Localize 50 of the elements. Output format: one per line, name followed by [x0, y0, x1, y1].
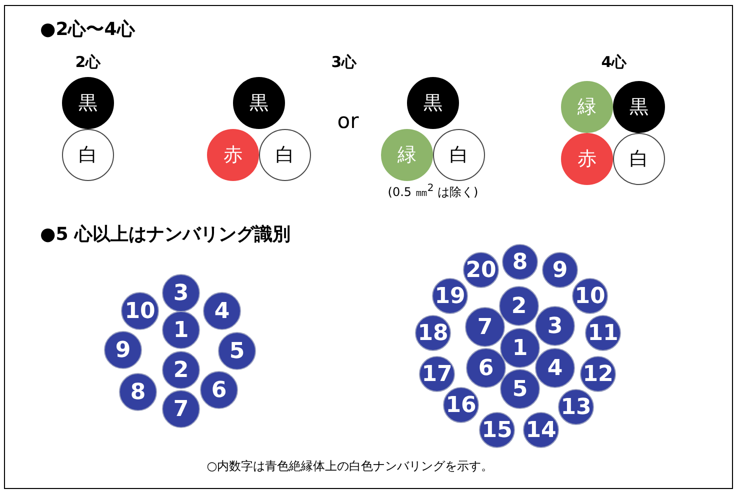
- numbered-circle: 10: [572, 278, 608, 314]
- numbered-circle: 2: [499, 286, 539, 326]
- numbered-circle: 7: [162, 390, 200, 428]
- numbered-circle: 1: [500, 328, 540, 368]
- numbered-circle: 9: [542, 252, 578, 288]
- numbered-circle: 19: [432, 278, 468, 314]
- numbered-circle: 3: [162, 274, 200, 312]
- numbered-circle: 8: [502, 244, 538, 280]
- numbered-circle: 10: [121, 292, 159, 330]
- wire-circle: 緑: [381, 129, 433, 181]
- numbered-circle: 1: [162, 311, 200, 349]
- wire-circle: 黒: [62, 77, 114, 129]
- wire-circle: 赤: [207, 129, 259, 181]
- group-label: 4心: [601, 53, 627, 72]
- wire-circle: 緑: [561, 81, 613, 133]
- group-label: 3心: [331, 53, 357, 72]
- numbered-circle: 8: [119, 373, 157, 411]
- numbered-circle: 6: [466, 348, 506, 388]
- numbered-circle: 17: [419, 356, 455, 392]
- wire-circle: 白: [62, 129, 114, 181]
- numbered-circle: 6: [200, 371, 238, 409]
- note-text: (0.5 ㎜$^{2}$ は除く): [388, 182, 478, 201]
- wire-circle: 白: [613, 133, 665, 185]
- or-label: or: [337, 109, 359, 134]
- section-heading: ●5 心以上はナンバリング識別: [40, 223, 290, 246]
- numbered-circle: 7: [465, 307, 505, 347]
- numbered-circle: 16: [443, 387, 479, 423]
- wire-circle: 白: [259, 129, 311, 181]
- numbered-circle: 9: [104, 331, 142, 369]
- note-text: ○内数字は青色絶縁体上の白色ナンバリングを示す。: [206, 458, 494, 475]
- numbered-circle: 2: [162, 351, 200, 389]
- numbered-circle: 20: [463, 252, 499, 288]
- wire-circle: 白: [433, 129, 485, 181]
- section-heading: ●2心〜4心: [40, 18, 135, 42]
- numbered-circle: 14: [523, 412, 559, 448]
- numbered-circle: 3: [535, 306, 575, 346]
- wire-circle: 黒: [233, 77, 285, 129]
- numbered-circle: 4: [203, 292, 241, 330]
- numbered-circle: 5: [500, 369, 540, 409]
- numbered-circle: 4: [535, 348, 575, 388]
- group-label: 2心: [75, 53, 101, 72]
- numbered-circle: 5: [218, 332, 256, 370]
- numbered-circle: 18: [415, 315, 451, 351]
- numbered-circle: 12: [580, 356, 616, 392]
- wire-circle: 赤: [561, 133, 613, 185]
- wire-circle: 黒: [407, 77, 459, 129]
- numbered-circle: 13: [558, 389, 594, 425]
- numbered-circle: 11: [585, 315, 621, 351]
- numbered-circle: 15: [479, 412, 515, 448]
- wire-circle: 黒: [613, 81, 665, 133]
